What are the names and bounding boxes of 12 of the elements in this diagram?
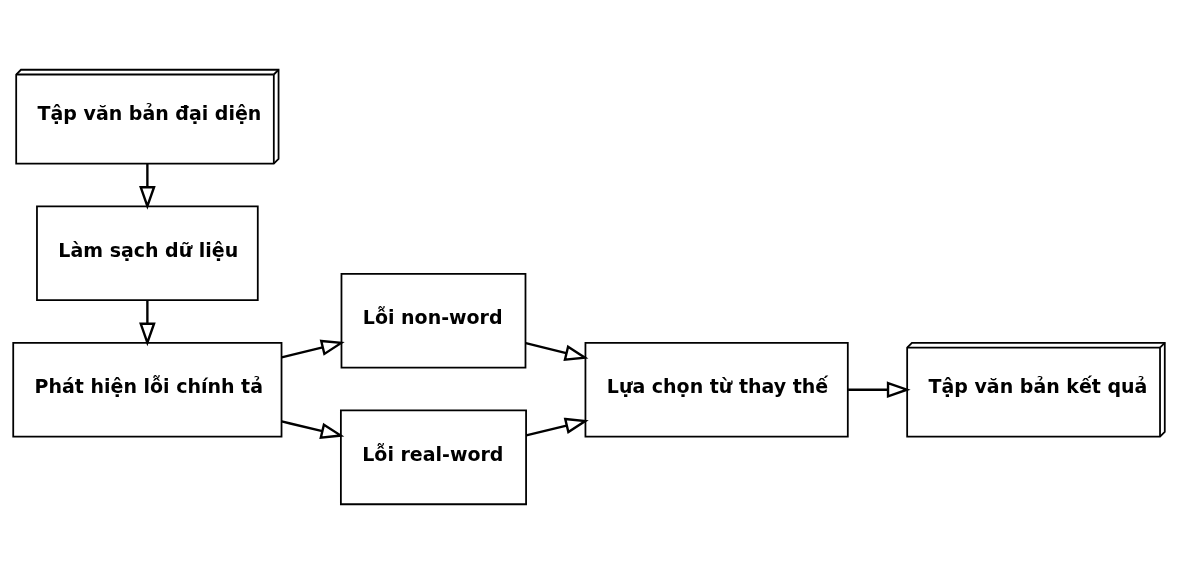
arrow: [281, 339, 345, 359]
node-box: Lỗi real-word: [340, 409, 527, 506]
arrow: [139, 300, 156, 347]
arrow: [848, 381, 911, 398]
node-box: Lỗi non-word: [340, 273, 527, 369]
arrow: [525, 417, 589, 437]
arrow: [139, 163, 156, 210]
node-box: Làm sạch dữ liệu: [36, 205, 259, 301]
node-box: Lựa chọn từ thay thế: [584, 341, 849, 438]
arrow: [281, 420, 345, 439]
node-box: Phát hiện lỗi chính tả: [12, 341, 283, 438]
arrow: [525, 342, 589, 361]
